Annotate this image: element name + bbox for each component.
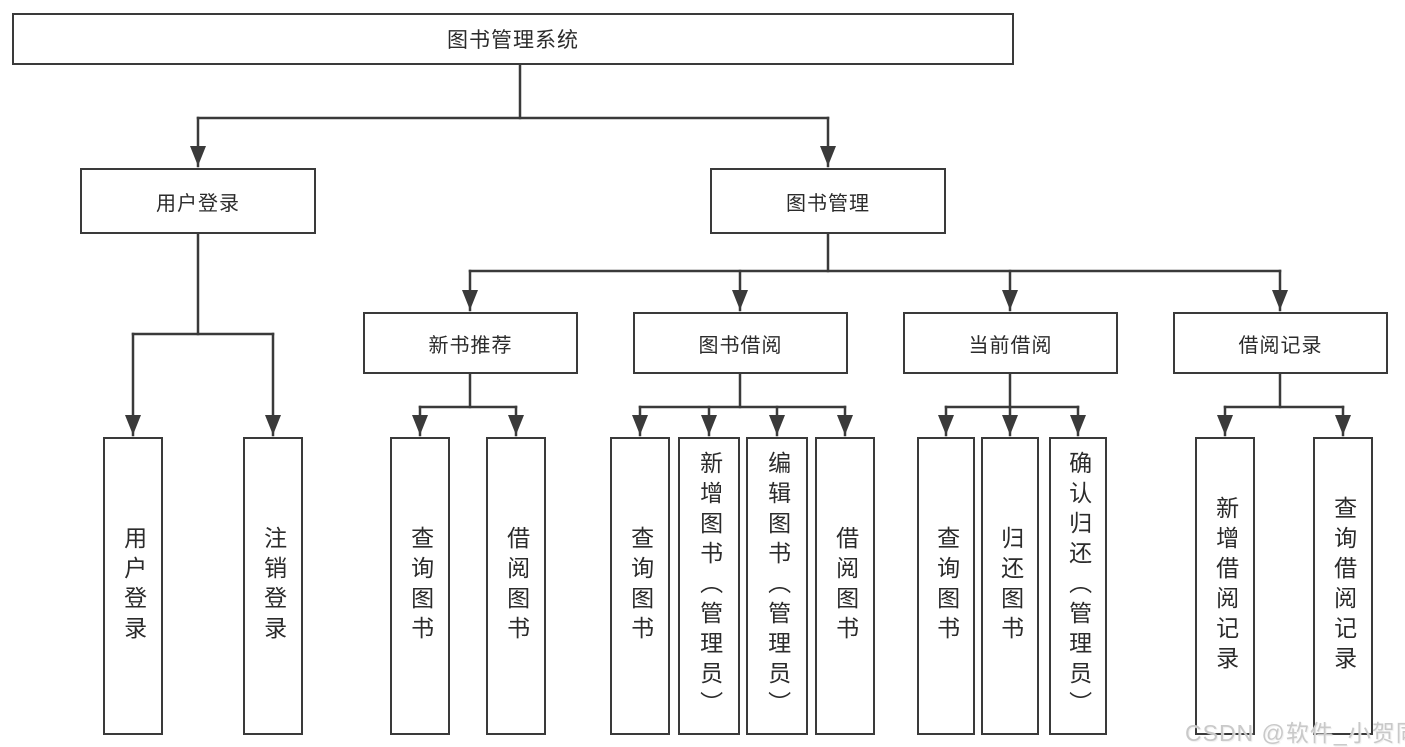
node-book-borrowing: 图书借阅	[633, 312, 848, 374]
node-current-borrowing: 当前借阅	[903, 312, 1118, 374]
node-new-book-recommendation: 新书推荐	[363, 312, 578, 374]
node-book-management: 图书管理	[710, 168, 946, 234]
leaf-query-books: 查询图书	[610, 437, 670, 735]
node-borrowing-records: 借阅记录	[1173, 312, 1388, 374]
csdn-watermark: CSDN @软件_小贺同学	[1185, 720, 1405, 746]
leaf-add-book-admin: 新增图书（管理员）	[678, 437, 740, 735]
leaf-edit-book-admin: 编辑图书（管理员）	[746, 437, 808, 735]
node-library-management-system: 图书管理系统	[12, 13, 1014, 65]
leaf-query-books: 查询图书	[917, 437, 975, 735]
leaf-confirm-return-admin: 确认归还（管理员）	[1049, 437, 1107, 735]
leaf-borrow-books: 借阅图书	[486, 437, 546, 735]
leaf-query-borrow-record: 查询借阅记录	[1313, 437, 1373, 735]
leaf-return-books: 归还图书	[981, 437, 1039, 735]
node-user-login: 用户登录	[80, 168, 316, 234]
leaf-query-books: 查询图书	[390, 437, 450, 735]
leaf-logout: 注销登录	[243, 437, 303, 735]
edge-group	[125, 63, 1352, 437]
leaf-add-borrow-record: 新增借阅记录	[1195, 437, 1255, 735]
leaf-borrow-books: 借阅图书	[815, 437, 875, 735]
leaf-user-login: 用户登录	[103, 437, 163, 735]
